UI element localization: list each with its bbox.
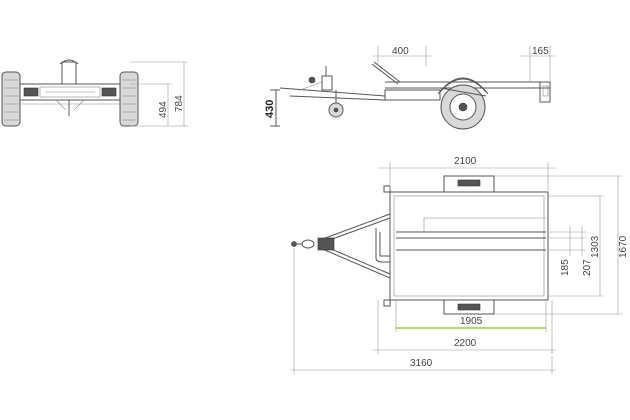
dimension-1905: 1905 (460, 316, 483, 327)
dimension-494: 494 (158, 101, 169, 118)
dimension-185: 185 (560, 259, 571, 276)
dimension-784: 784 (174, 95, 185, 112)
dimension-2200: 2200 (454, 338, 477, 349)
dimension-1670: 1670 (618, 235, 629, 258)
dimension-400: 400 (392, 46, 409, 57)
front-view: 494 784 (1, 59, 188, 127)
dimension-3160: 3160 (410, 358, 433, 369)
dimension-2100: 2100 (454, 156, 477, 167)
side-view: 400 165 430 (264, 46, 556, 130)
dimension-207: 207 (582, 259, 593, 276)
top-view: 2100 1905 2200 3160 185 207 1303 1670 (290, 156, 629, 374)
dimension-430: 430 (264, 100, 276, 118)
dimension-1303: 1303 (590, 235, 601, 258)
dimension-165: 165 (532, 46, 549, 57)
